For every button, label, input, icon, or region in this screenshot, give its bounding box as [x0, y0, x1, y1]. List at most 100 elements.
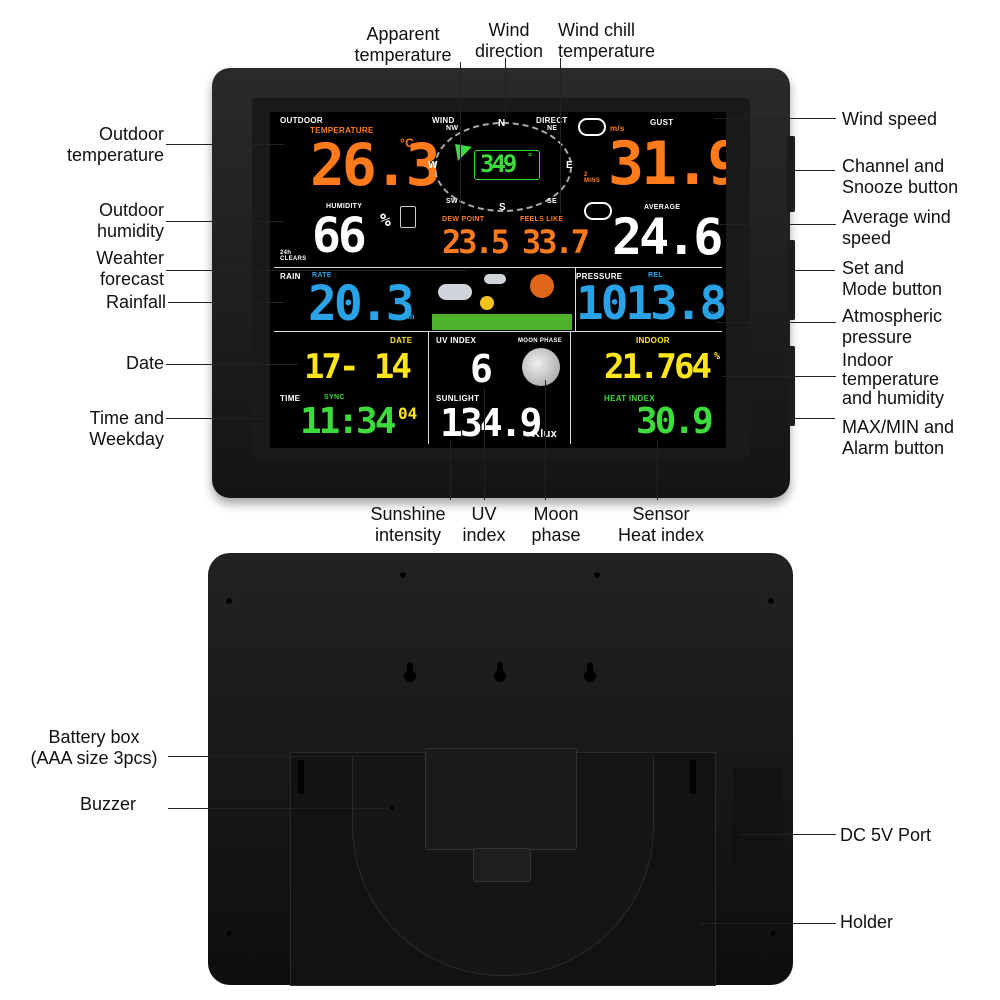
uv-value: 6 [470, 347, 493, 391]
leader-line [166, 364, 298, 365]
compass-w: W [428, 160, 438, 171]
callout-wind-direction: Wind direction [474, 20, 544, 61]
sunlight-value: 134.9 [440, 401, 542, 445]
callout-channel-snooze: Channel and Snooze button [842, 156, 959, 197]
compass-ne: NE [547, 125, 558, 132]
gust-label: GUST [650, 118, 674, 127]
rain-unit: mm [400, 312, 415, 321]
battery-box[interactable] [425, 748, 577, 850]
callout-heat-index: Sensor Heat index [617, 504, 705, 545]
wind-direction-value: 349 [480, 150, 517, 178]
wind-direction-box [474, 150, 540, 180]
rain-cloud-icon [584, 202, 612, 220]
compass-e: E [566, 160, 573, 171]
cloud-icon-small [484, 274, 506, 284]
leader-line [168, 808, 390, 809]
compass-se: SE [547, 198, 557, 205]
callout-buzzer: Buzzer [80, 794, 137, 814]
time-label: TIME [280, 394, 301, 403]
date-value: 17- 14 [304, 347, 412, 387]
sun-icon [530, 274, 554, 298]
gust-value: 31.9 [608, 129, 726, 199]
rel-label: REL [648, 272, 663, 279]
moon-icon [522, 348, 560, 386]
compass-nw: NW [446, 125, 459, 132]
channel-snooze-button[interactable] [787, 136, 795, 212]
battery-latch[interactable] [473, 848, 531, 882]
callout-outdoor-temperature: Outdoor temperature [66, 124, 164, 165]
leader-line [657, 440, 658, 500]
dc-port[interactable] [733, 768, 783, 878]
screw-hole [226, 930, 232, 936]
leader-line [505, 58, 506, 118]
weekday-value: 04 [398, 404, 418, 423]
leader-line [166, 144, 284, 145]
rate-label: RATE [312, 272, 332, 279]
leader-line [714, 118, 836, 119]
leader-line [166, 221, 284, 222]
callout-set-mode: Set and Mode button [842, 258, 943, 299]
rain-label: RAIN [280, 272, 301, 281]
speed-unit: m/s [610, 124, 625, 133]
screw-hole [400, 572, 406, 578]
leader-line [560, 58, 561, 214]
direct-label: DIRECT [536, 116, 568, 125]
leader-line [460, 62, 461, 212]
forecast-panel [432, 270, 572, 330]
callout-holder: Holder [840, 912, 894, 932]
temp-unit: °C [400, 136, 415, 150]
callout-date: Date [125, 353, 164, 373]
leader-line [740, 834, 836, 835]
callout-battery-box: Battery box (AAA size 3pcs) [30, 727, 158, 768]
time-value: 11:34 [300, 401, 396, 442]
sunflower-icon [480, 296, 494, 310]
leader-line [716, 322, 836, 323]
holder-post [298, 760, 304, 794]
callout-wind-chill: Wind chill temperature [558, 20, 656, 61]
grass [432, 314, 572, 330]
callout-apparent-temperature: Apparent temperature [354, 24, 452, 65]
average-label: AVERAGE [644, 204, 681, 211]
maxmin-alarm-button[interactable] [787, 346, 795, 426]
indoor-humidity-value: 64 [674, 347, 712, 387]
callout-indoor: Indoor temperature and humidity [842, 350, 945, 408]
date-label: DATE [390, 336, 413, 345]
callout-weather-forecast: Weahter forecast [96, 248, 164, 289]
compass-n: N [498, 118, 506, 129]
average-value: 24.6 [612, 208, 723, 266]
sunlight-unit: Klux [532, 428, 557, 440]
indoor-label: INDOOR [636, 336, 670, 345]
compass-s: S [499, 202, 506, 213]
buzzer-hole [390, 806, 394, 810]
callout-average-wind: Average wind speed [842, 207, 951, 248]
leader-line [718, 224, 836, 225]
screw-hole [770, 930, 776, 936]
uv-label: UV INDEX [436, 336, 477, 345]
leader-line [795, 270, 835, 271]
heat-index-label: HEAT INDEX [604, 394, 655, 403]
heat-index-value: 30.9 [636, 401, 714, 442]
screw-hole [768, 598, 774, 604]
pressure-label: PRESSURE [576, 272, 623, 281]
wind-cloud-icon [578, 118, 606, 136]
callout-rainfall: Rainfall [105, 292, 166, 312]
dew-point-label: DEW POINT [442, 216, 485, 223]
wind-label: WIND [432, 116, 455, 125]
moon-phase-label: MOON PHASE [518, 338, 563, 344]
callout-time-weekday: Time and Weekday [89, 408, 164, 449]
pressure-value: 1013.8 [576, 276, 726, 330]
divider-h1 [274, 267, 722, 268]
cloud-icon [438, 284, 472, 300]
compass-sw: SW [446, 198, 458, 205]
holder-post [690, 760, 696, 794]
humidity-value: 66 [312, 208, 367, 264]
divider-v3 [575, 267, 576, 331]
signal-icon [400, 206, 416, 228]
leader-line [795, 418, 835, 419]
callout-dc-port: DC 5V Port [840, 825, 932, 845]
mins-label: 2 MINS [584, 172, 601, 184]
screw-hole [594, 572, 600, 578]
set-mode-button[interactable] [787, 240, 795, 320]
callout-outdoor-humidity: Outdoor humidity [96, 200, 164, 241]
keyhole-mount [492, 662, 508, 686]
